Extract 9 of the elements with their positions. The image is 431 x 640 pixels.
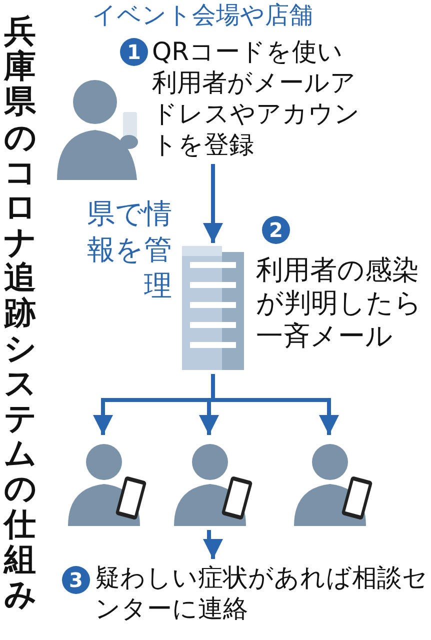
step-number-badge: 1 bbox=[120, 38, 148, 66]
step-text: 利用者の感染が判明したら一斉メール bbox=[256, 254, 423, 353]
step-number-badge: 2 bbox=[262, 216, 290, 244]
step-number-badge: 3 bbox=[62, 566, 90, 594]
heading-label: イベント会場や店舗 bbox=[92, 0, 313, 30]
vertical-title: 兵庫県のコロナ追跡システムの仕組み bbox=[4, 14, 36, 612]
arrow bbox=[203, 530, 223, 559]
side-note: 県で情報を管理 bbox=[86, 196, 172, 304]
arrow bbox=[203, 164, 223, 243]
